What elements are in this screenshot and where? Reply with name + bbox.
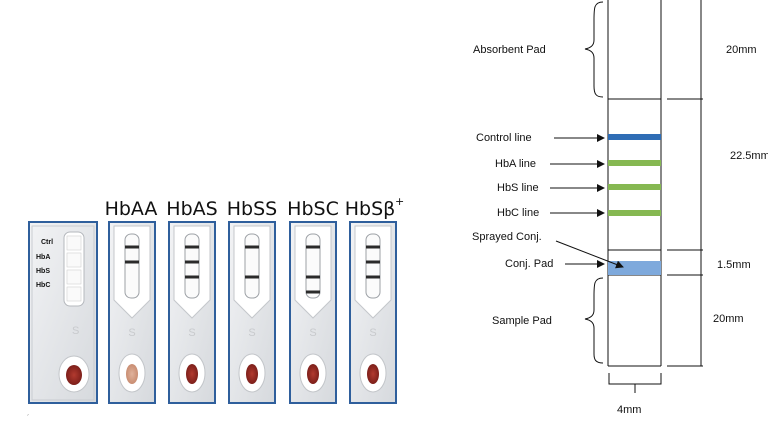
ref-sample-well bbox=[66, 365, 82, 385]
dim-conj-pad: 1.5mm bbox=[717, 259, 751, 271]
result-line bbox=[185, 245, 199, 249]
result-window bbox=[305, 233, 321, 299]
sample-drop bbox=[307, 364, 319, 384]
ref-label-hbc: HbC bbox=[36, 282, 50, 289]
label-conj-pad: Conj. Pad bbox=[505, 258, 553, 270]
result-window bbox=[244, 233, 260, 299]
result-line bbox=[245, 245, 259, 249]
hba-line-band bbox=[608, 160, 661, 166]
result-window bbox=[124, 233, 140, 299]
result-cassette: S bbox=[228, 221, 276, 404]
result-cassette: S bbox=[349, 221, 397, 404]
label-sample-pad: Sample Pad bbox=[492, 315, 552, 327]
header-hbsb: HbSβ bbox=[345, 198, 396, 220]
label-sprayed-conj: Sprayed Conj. bbox=[472, 231, 542, 243]
result-line bbox=[366, 275, 380, 279]
window-marker: S bbox=[248, 327, 255, 339]
header-hbas: HbAS bbox=[166, 198, 217, 220]
dim-absorbent-pad: 20mm bbox=[726, 44, 757, 56]
header-hbsc: HbSC bbox=[287, 198, 339, 220]
window-marker: S bbox=[309, 327, 316, 339]
sample-drop bbox=[126, 364, 138, 384]
result-line bbox=[185, 260, 199, 264]
ref-label-hbs: HbS bbox=[36, 268, 50, 275]
ref-label-hba: HbA bbox=[36, 254, 50, 261]
result-window bbox=[365, 233, 381, 299]
sample-drop bbox=[246, 364, 258, 384]
svg-text:´: ´ bbox=[27, 415, 29, 422]
control-line-band bbox=[608, 134, 661, 140]
dim-test-zone: 22.5mm bbox=[730, 150, 768, 162]
label-hba-line: HbA line bbox=[495, 158, 536, 170]
window-marker: S bbox=[128, 327, 135, 339]
sample-drop bbox=[186, 364, 198, 384]
hbc-line-band bbox=[608, 210, 661, 216]
header-hbaa: HbAA bbox=[105, 198, 158, 220]
conj-pad-band bbox=[608, 261, 661, 275]
header-hbss: HbSS bbox=[227, 198, 277, 220]
result-line bbox=[366, 245, 380, 249]
strip-schematic: Absorbent Pad Control line HbA line HbS … bbox=[472, 0, 768, 416]
result-line bbox=[125, 260, 139, 264]
result-window bbox=[184, 233, 200, 299]
dim-width: 4mm bbox=[617, 404, 641, 416]
dim-sample-pad: 20mm bbox=[713, 313, 744, 325]
label-hbs-line: HbS line bbox=[497, 182, 539, 194]
window-marker: S bbox=[369, 327, 376, 339]
label-hbc-line: HbC line bbox=[497, 207, 539, 219]
result-line bbox=[125, 245, 139, 249]
label-absorbent-pad: Absorbent Pad bbox=[473, 44, 546, 56]
result-line bbox=[306, 290, 320, 294]
ref-label-ctrl: Ctrl bbox=[41, 239, 53, 246]
sample-drop bbox=[367, 364, 379, 384]
result-cassette: S bbox=[108, 221, 156, 404]
result-cassette: S bbox=[289, 221, 337, 404]
result-line bbox=[306, 245, 320, 249]
result-line bbox=[366, 260, 380, 264]
window-marker: S bbox=[188, 327, 195, 339]
result-cassette: S bbox=[168, 221, 216, 404]
result-line bbox=[306, 275, 320, 279]
hbs-line-band bbox=[608, 184, 661, 190]
result-line bbox=[185, 275, 199, 279]
header-hbsb-superscript: + bbox=[395, 195, 404, 208]
reference-cassette: Ctrl HbA HbS HbC S bbox=[28, 221, 98, 404]
result-line bbox=[245, 275, 259, 279]
ref-window-marker: S bbox=[72, 325, 79, 337]
label-control-line: Control line bbox=[476, 132, 532, 144]
